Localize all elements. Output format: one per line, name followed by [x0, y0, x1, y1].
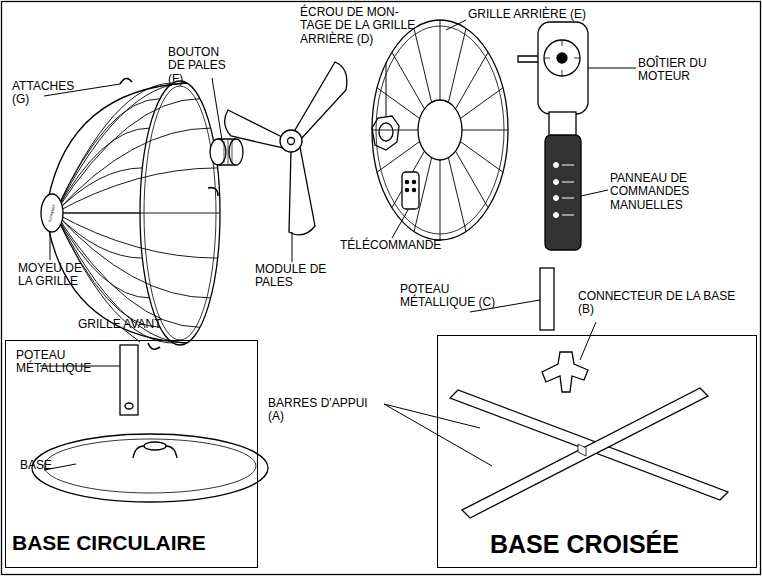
panel-title: BASE CROISÉE	[490, 530, 750, 558]
panel-title: BASE CIRCULAIRE	[12, 531, 252, 555]
part-label: MODULE DE PALES	[255, 263, 335, 290]
base-panel: BASE CROISÉE	[437, 335, 757, 568]
part-label: CONNECTEUR DE LA BASE (B)	[578, 290, 748, 317]
base-panel: POTEAU MÉTALLIQUE BASE BASE CIRCULAIRE	[5, 340, 258, 568]
metal-pole	[540, 268, 554, 330]
part-label: BASE	[20, 459, 80, 472]
part-label: POTEAU MÉTALLIQUE (C)	[400, 283, 496, 310]
part-label: ÉCROU DE MON- TAGE DE LA GRILLE ARRIÈRE …	[300, 6, 428, 46]
leader-lines	[40, 20, 636, 470]
part-label: PANNEAU DE COMMANDES MANUELLES	[610, 172, 720, 212]
part-label: GRILLE ARRIÈRE (E)	[468, 8, 608, 21]
part-label: GRILLE AVANT	[78, 318, 178, 331]
part-label: BARRES D'APPUI (A)	[268, 397, 378, 424]
blade-knob	[210, 139, 243, 165]
part-label: BOÎTIER DU MOTEUR	[638, 57, 718, 84]
cross-bars	[450, 388, 728, 518]
front-grille	[41, 78, 220, 349]
part-label: POTEAU MÉTALLIQUE	[16, 349, 96, 376]
control-panel	[545, 135, 581, 250]
blade-assembly	[225, 62, 347, 235]
motor-housing	[518, 22, 588, 136]
part-label: TÉLÉCOMMANDE	[340, 239, 450, 252]
remote-control	[402, 172, 419, 209]
part-label: BOUTON DE PALES (F)	[168, 46, 238, 86]
part-label: MOYEU DE LA GRILLE	[18, 262, 90, 289]
part-label: ATTACHES (G)	[12, 80, 82, 107]
rear-grille	[372, 20, 508, 240]
